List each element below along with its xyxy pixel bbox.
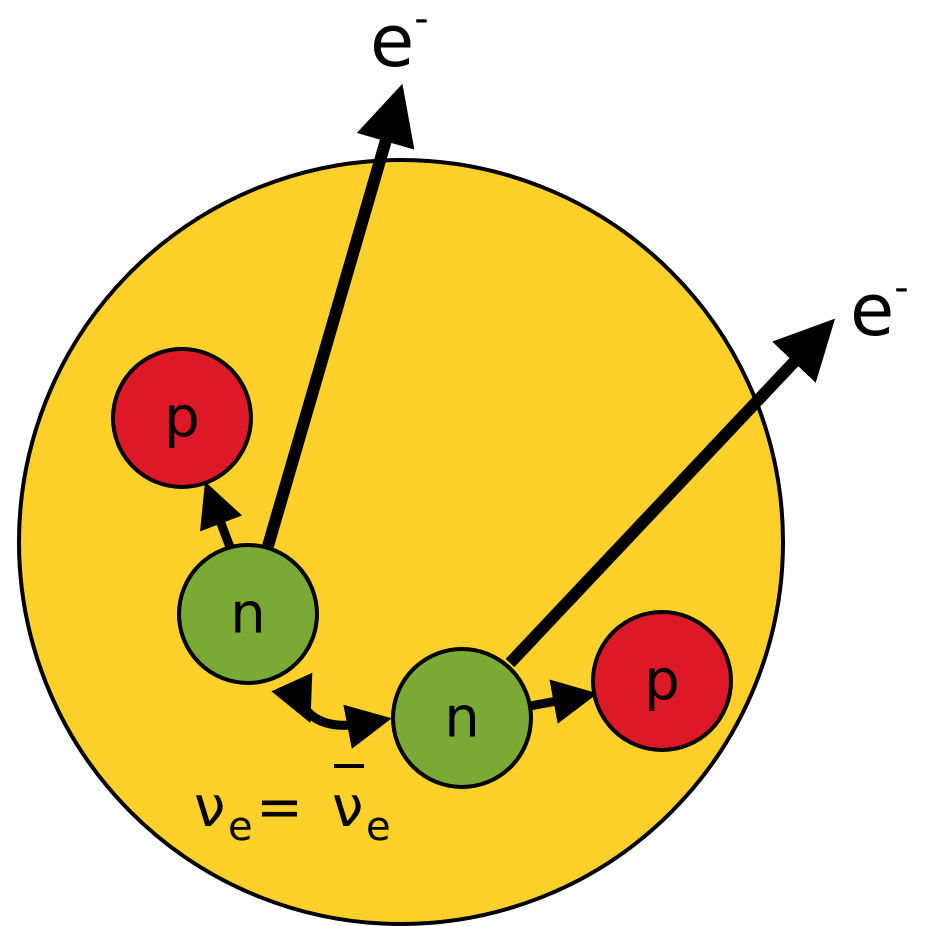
neutrino-symbol: ν — [194, 775, 225, 840]
electron-label-right: e- — [850, 265, 909, 352]
neutron-left-label: n — [230, 582, 266, 647]
proton-left-label: p — [164, 386, 200, 451]
neutrino-exchange-arrow — [271, 672, 392, 749]
antineutrino-subscript: e — [366, 804, 391, 850]
neutron-right-label: n — [444, 686, 480, 751]
proton-right-label: p — [644, 649, 680, 714]
neutron-left — [177, 543, 319, 685]
equals-sign: = — [256, 775, 303, 840]
antineutrino-symbol: ν — [332, 775, 363, 840]
electron-label-top: e- — [370, 0, 429, 83]
nucleus — [17, 158, 785, 926]
electron-symbol-right: e — [850, 268, 894, 352]
neutrino-subscript: e — [228, 804, 253, 850]
electron-symbol-top: e — [370, 0, 414, 83]
majorana-relation: ν e = ν e — [194, 764, 391, 850]
electron-charge-top: - — [414, 0, 428, 42]
electron-track-right — [505, 318, 836, 668]
neutron-right — [391, 647, 533, 789]
electron-charge-right: - — [894, 265, 908, 311]
electron-track-left — [262, 83, 415, 548]
proton-left — [111, 347, 253, 489]
decay-arrow-left — [200, 481, 243, 549]
proton-right — [591, 610, 733, 752]
decay-arrow-right — [529, 679, 598, 724]
